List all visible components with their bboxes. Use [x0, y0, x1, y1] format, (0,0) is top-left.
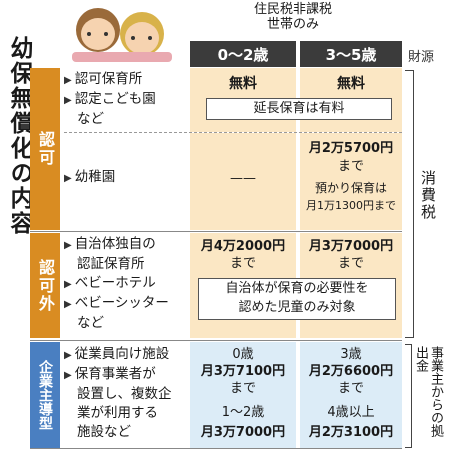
condition-note: 住民税非課税 世帯のみ — [184, 2, 402, 32]
ninka-b-0-2-value: —— — [230, 171, 256, 186]
list-item-text: 業が利用する — [77, 405, 158, 421]
list-item: ▶認定こども園 — [64, 90, 156, 110]
triangle-bullet-icon: ▶ — [64, 299, 72, 310]
cell-kigyo-3-5 — [300, 342, 402, 448]
ninka-a-0-2-value: 無料 — [229, 76, 257, 92]
kigyo-0-2-amount2: 月3万7000円 — [200, 425, 286, 440]
divider-ninka-ab — [64, 132, 402, 133]
source-header: 財源 — [408, 50, 435, 65]
ninka-b-3-5-made: まで — [337, 159, 364, 174]
list-item-text: 施設など — [77, 424, 131, 440]
kigyo-0-2-made: まで — [229, 381, 256, 396]
row-ninka-a-label: ▶認可保育所 ▶認定こども園 など — [64, 70, 156, 129]
list-item-text: 認可保育所 — [74, 71, 143, 87]
list-item-text: 認証保育所 — [77, 256, 145, 272]
kigyo-0-2-age2: 1〜2歳 — [221, 405, 265, 420]
column-header-3-5: 3〜5歳 — [300, 41, 402, 67]
condition-text: 住民税非課税 世帯のみ — [253, 2, 332, 32]
kigyo-0-2-amount1: 月3万7100円 — [200, 364, 286, 379]
kigyo-3-5-made: まで — [337, 381, 364, 396]
triangle-bullet-icon: ▶ — [64, 95, 72, 106]
list-item: ▶認可保育所 — [64, 70, 156, 90]
row-ninkagai-label: ▶自治体独自の 認証保育所 ▶ベビーホテル ▶ベビーシッター など — [64, 235, 169, 333]
ninkagai-3-5-made: まで — [337, 256, 364, 271]
business-bracket — [405, 344, 412, 448]
list-item: ▶ベビーシッター — [64, 294, 169, 314]
list-item-text: 従業員向け施設 — [74, 346, 170, 362]
source-tax: 消費税 — [419, 170, 437, 221]
ninkagai-note: 自治体が保育の必要性を 認めた児童のみ対象 — [198, 278, 396, 320]
ninkagai-note-line1: 自治体が保育の必要性を — [225, 281, 369, 296]
ninkagai-0-2-amount: 月4万2000円 — [200, 239, 286, 254]
ninkagai-0-2-made: まで — [229, 256, 256, 271]
list-item-text: 幼稚園 — [74, 169, 116, 185]
list-item-text: 設置し、複数企 — [77, 386, 172, 402]
kigyo-3-5-amount2: 月2万3100円 — [308, 425, 394, 440]
list-item: ▶自治体独自の — [64, 235, 169, 255]
band-kigyo-label: 企業主導型 — [37, 360, 53, 430]
list-item-text: 認定こども園 — [74, 91, 156, 107]
list-item: ▶ベビーホテル — [64, 274, 169, 294]
band-ninkagai: 認可外 — [30, 233, 60, 338]
ninka-b-3-5-note1: 預かり保育は — [314, 181, 387, 195]
column-header-0-2: 0〜2歳 — [190, 41, 296, 67]
main-title: 幼保無償化の内容 — [6, 36, 32, 236]
list-item-text: など — [77, 315, 104, 331]
ninka-b-3-5-amount: 月2万5700円 — [308, 141, 394, 156]
list-item-text: など — [77, 111, 104, 127]
list-item-text: 保育事業者が — [74, 366, 156, 382]
ninka-a-3-5-value: 無料 — [337, 76, 365, 92]
band-ninka: 認可 — [30, 68, 60, 230]
cell-kigyo-0-2 — [190, 342, 296, 448]
children-illustration — [72, 2, 172, 62]
tax-bracket — [405, 70, 414, 338]
band-ninka-label: 認可 — [36, 131, 55, 167]
row-ninka-b-label: ▶幼稚園 — [64, 168, 115, 188]
source-business: 事業主からの拠出金 — [413, 346, 443, 437]
cell-ninka-b-0-2 — [190, 133, 296, 230]
list-item: ▶幼稚園 — [64, 168, 115, 188]
divider-row — [30, 231, 402, 232]
kigyo-3-5-age2: 4歳以上 — [327, 405, 375, 420]
band-kigyo: 企業主導型 — [30, 342, 60, 448]
triangle-bullet-icon: ▶ — [64, 240, 72, 251]
list-item: ▶保育事業者が — [64, 365, 172, 385]
ninkagai-3-5-amount: 月3万7000円 — [308, 239, 394, 254]
triangle-bullet-icon: ▶ — [64, 370, 72, 381]
kigyo-0-2-age1: 0歳 — [232, 347, 254, 362]
row-kigyo-label: ▶従業員向け施設 ▶保育事業者が 設置し、複数企 業が利用する 施設など — [64, 345, 172, 442]
triangle-bullet-icon: ▶ — [64, 279, 72, 290]
divider-row — [30, 340, 402, 341]
triangle-bullet-icon: ▶ — [64, 75, 72, 86]
kigyo-3-5-age1: 3歳 — [340, 347, 362, 362]
triangle-bullet-icon: ▶ — [64, 350, 72, 361]
list-item-text: 自治体独自の — [74, 236, 156, 252]
ninkagai-note-line2: 認めた児童のみ対象 — [238, 300, 356, 315]
list-item-text: ベビーホテル — [74, 275, 156, 291]
cell-ninka-b-3-5 — [300, 133, 402, 230]
list-item-text: ベビーシッター — [74, 295, 169, 311]
ninka-b-3-5-note2: 月1万1300円まで — [306, 199, 396, 212]
kigyo-3-5-amount1: 月2万6600円 — [308, 364, 394, 379]
band-ninkagai-label: 認可外 — [36, 258, 55, 313]
list-item: ▶従業員向け施設 — [64, 345, 172, 365]
divider-row — [30, 448, 402, 449]
extended-care-note: 延長保育は有料 — [206, 98, 392, 120]
triangle-bullet-icon: ▶ — [64, 173, 72, 184]
